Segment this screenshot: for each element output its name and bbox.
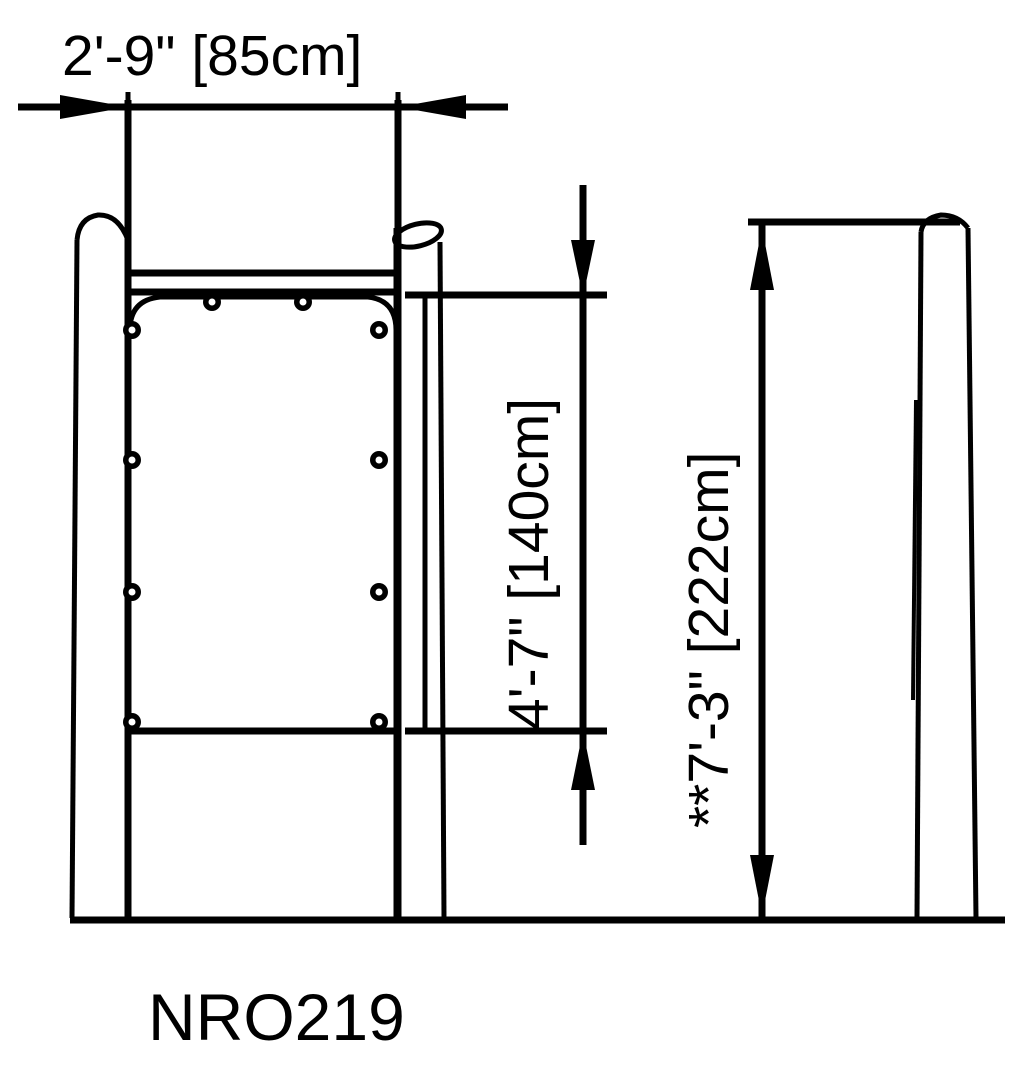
bolt-bottom-left	[123, 713, 141, 731]
model-number-label: NRO219	[148, 980, 405, 1054]
bolt-upper-right	[370, 321, 388, 339]
right-post-inner-line	[911, 399, 918, 701]
backboard-panel	[127, 294, 399, 735]
bolt-lower-left	[123, 583, 141, 601]
bolt-middle-right	[370, 451, 388, 469]
dimension-panel-height: 4'-7" [140cm]	[405, 185, 607, 845]
bolt-bottom-right	[370, 713, 388, 731]
panel-top-rail	[126, 269, 400, 296]
dimension-width-label: 2'-9" [85cm]	[62, 24, 362, 88]
left-outer-post	[69, 212, 131, 919]
right-post-left-side	[914, 212, 970, 919]
bolt-top-right	[294, 293, 312, 311]
right-post-right-side	[965, 227, 979, 919]
dimension-width: 2'-9" [85cm]	[18, 24, 508, 135]
bolt-upper-left	[123, 321, 141, 339]
dimension-panel-height-label: 4'-7" [140cm]	[497, 398, 561, 730]
dimension-overall-height-label: **7'-3" [222cm]	[677, 452, 741, 828]
bolt-lower-right	[370, 583, 388, 601]
bolt-middle-left	[123, 451, 141, 469]
panel-bolts	[123, 293, 388, 731]
bolt-top-left	[203, 293, 221, 311]
dimension-overall-height: **7'-3" [222cm]	[677, 218, 960, 920]
